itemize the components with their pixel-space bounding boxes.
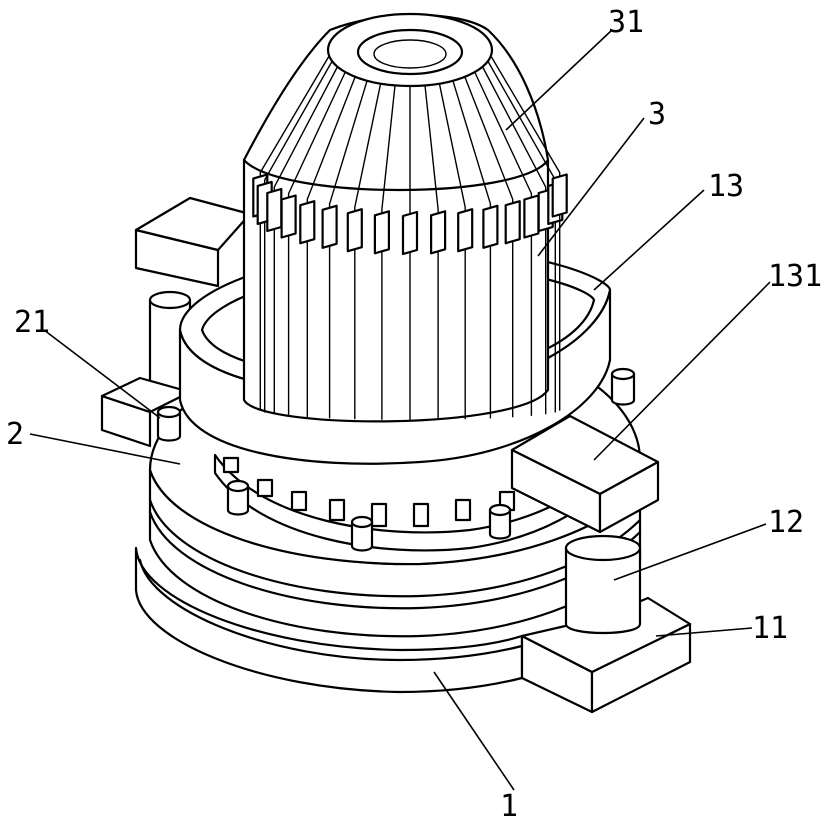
label-12: 12 — [768, 505, 804, 540]
fin-tab — [483, 206, 497, 248]
label-2: 2 — [6, 417, 24, 452]
label-131: 131 — [768, 259, 822, 294]
fin-tab — [323, 206, 337, 248]
fin-cone — [244, 14, 567, 421]
fin-tab — [506, 201, 520, 243]
fin-tab — [458, 209, 472, 251]
label-11: 11 — [752, 611, 788, 646]
fin-tab — [431, 211, 445, 253]
label-13: 13 — [708, 169, 744, 204]
fin-tab — [267, 189, 281, 231]
fin-tab — [553, 175, 567, 217]
label-31: 31 — [608, 5, 644, 40]
fin-tab — [375, 211, 389, 253]
fin-tab — [348, 209, 362, 251]
fin-tab — [403, 212, 417, 254]
fin-tab — [300, 201, 314, 243]
fin-tab — [524, 196, 538, 238]
fin-tab — [282, 196, 296, 238]
label-3: 3 — [648, 97, 666, 132]
label-21: 21 — [14, 305, 50, 340]
label-1: 1 — [500, 789, 518, 824]
